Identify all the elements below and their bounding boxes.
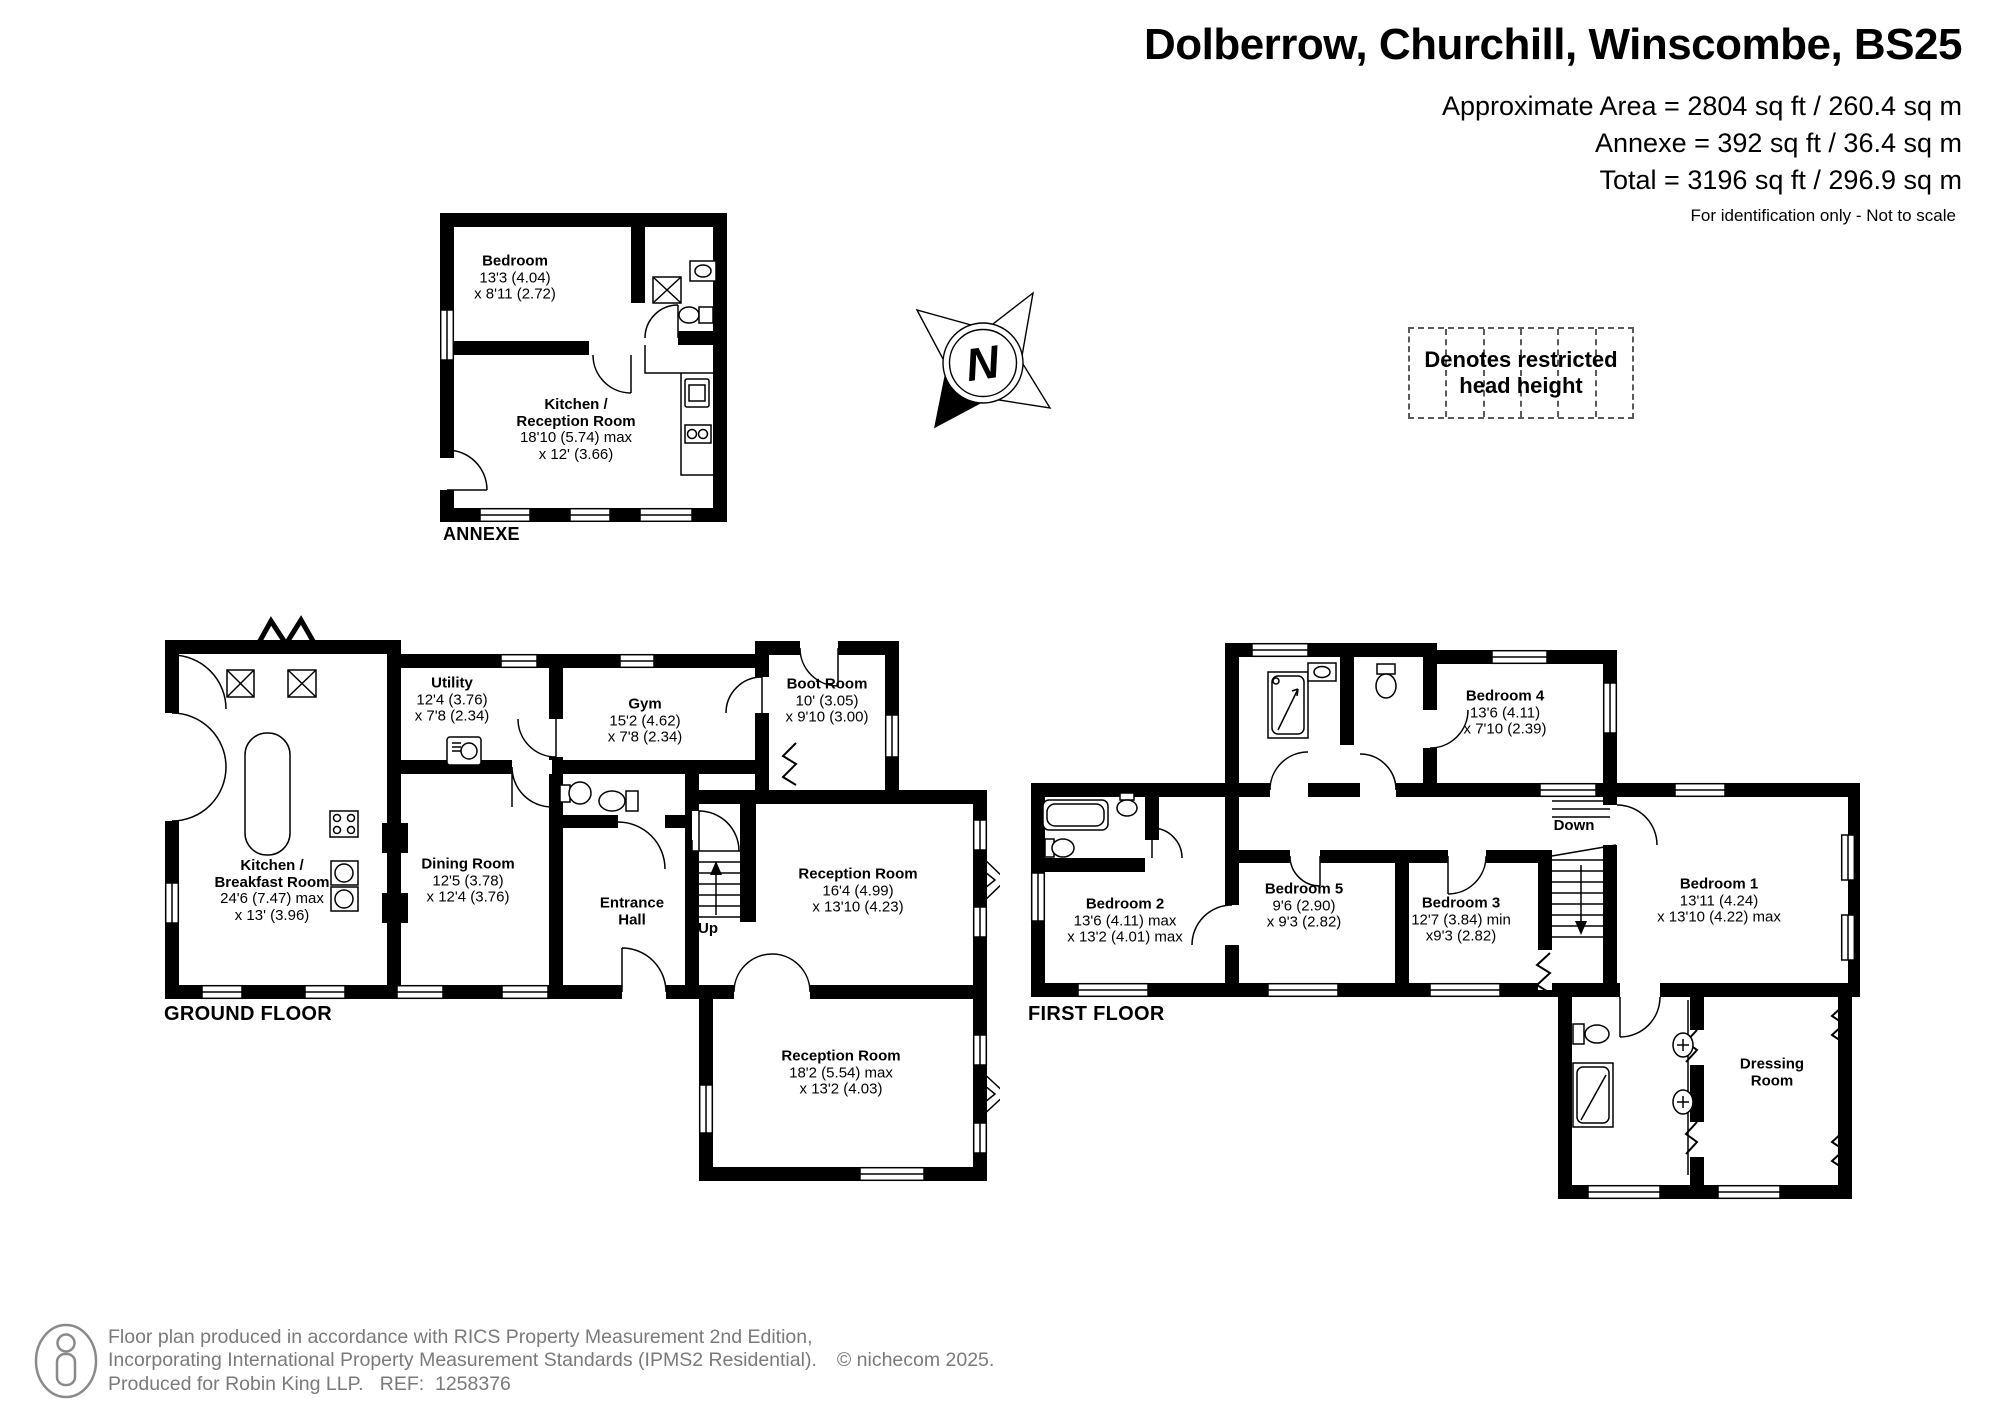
- ground-inner-walls: [382, 797, 756, 923]
- room-label-bedroom-2: Bedroom 2 13'6 (4.11) max x 13'2 (4.01) …: [1067, 895, 1183, 946]
- first-doors: [1151, 709, 1661, 1038]
- kitchen-island: [244, 732, 291, 856]
- ground-floor-label: GROUND FLOOR: [164, 1003, 333, 1025]
- room-label-bedroom-5: Bedroom 5 9'6 (2.90) x 9'3 (2.82): [1264, 880, 1344, 931]
- room-label-dining-room: Dining Room 12'5 (3.78) x 12'4 (3.76): [421, 855, 515, 906]
- room-label-gym: Gym 15'2 (4.62) x 7'8 (2.34): [607, 695, 683, 746]
- room-label-dressing-room: Dressing Room: [1739, 1055, 1805, 1089]
- restricted-head-height-legend: Denotes restricted head height: [1408, 327, 1634, 419]
- hob-icon: [329, 810, 359, 838]
- stairs-up-label: Up: [698, 919, 718, 937]
- first-floor-label: FIRST FLOOR: [1028, 1003, 1165, 1025]
- area-summary: Approximate Area = 2804 sq ft / 260.4 sq…: [1442, 88, 1962, 199]
- area-line-annexe: Annexe = 392 sq ft / 36.4 sq m: [1595, 128, 1962, 158]
- restricted-height-zigzag: [781, 742, 798, 786]
- ground-rooflight-icons: [226, 669, 317, 698]
- first-windows: [1030, 642, 1856, 1200]
- shower-icon: [652, 276, 682, 304]
- sink-icon: [1116, 792, 1138, 817]
- copyright: © nichecom 2025.: [836, 1349, 995, 1372]
- compass-n-label: N: [962, 335, 1003, 391]
- area-line-approximate: Approximate Area = 2804 sq ft / 260.4 sq…: [1441, 91, 1962, 121]
- toilet-icon: [678, 306, 714, 324]
- dashed-hatch-box: [1408, 327, 1634, 419]
- toilet-icon: [598, 790, 639, 812]
- footer-line-2: Incorporating International Property Mea…: [108, 1349, 995, 1372]
- bath-icon: [1042, 799, 1109, 831]
- annexe-bathroom-fixtures: [652, 260, 717, 324]
- footer-line-1: Floor plan produced in accordance with R…: [108, 1326, 813, 1348]
- footer-line-3: Produced for Robin King LLP. REF: 125837…: [108, 1372, 511, 1395]
- first-window-gaps: [1031, 643, 1855, 1199]
- annexe-inner-walls: [454, 227, 720, 355]
- room-label-bedroom-4: Bedroom 4 13'6 (4.11) x 7'10 (2.39): [1463, 687, 1547, 738]
- first-inner-walls: [1038, 650, 1704, 1185]
- sink-icon: [1672, 1089, 1694, 1115]
- fridge-icon: [684, 378, 710, 408]
- bed1-ensuite-fixtures: [1572, 1000, 1694, 1175]
- room-label-bedroom-3: Bedroom 3 12'7 (3.84) min x9'3 (2.82): [1411, 894, 1511, 945]
- room-label-utility: Utility 12'4 (3.76) x 7'8 (2.34): [414, 674, 490, 725]
- sink-icon: [689, 260, 717, 282]
- room-label-bedroom-1: Bedroom 1 13'11 (4.24) x 13'10 (4.22) ma…: [1657, 875, 1781, 926]
- sink-icon: [559, 781, 592, 805]
- area-line-total: Total = 3196 sq ft / 296.9 sq m: [1599, 165, 1962, 195]
- toilet-icon: [1375, 663, 1397, 699]
- stairs-down-label: Down: [1553, 816, 1595, 834]
- ground-doors: [171, 647, 839, 993]
- room-label-entrance-hall: Entrance Hall: [599, 894, 665, 928]
- staircase-down: [1545, 800, 1617, 938]
- kitchen-sink-icon: [330, 886, 359, 912]
- sink-icon: [1672, 1032, 1694, 1058]
- room-label-annexe-bedroom: Bedroom 13'3 (4.04) x 8'11 (2.72): [474, 252, 556, 303]
- shower-icon: [1572, 1062, 1614, 1128]
- sink-icon: [1307, 662, 1337, 682]
- ground-windows: [164, 653, 988, 1182]
- family-bathroom-fixtures: [1267, 662, 1397, 739]
- legend-text: Denotes restricted head height: [1424, 347, 1618, 398]
- bed2-ensuite-fixtures: [1042, 792, 1138, 858]
- toilet-icon: [1572, 1023, 1610, 1045]
- page-title: Dolberrow, Churchill, Winscombe, BS25: [1143, 20, 1963, 69]
- restricted-height-zigzags: [1535, 952, 1846, 1170]
- annexe-doors: [446, 304, 679, 491]
- first-floor-plan: [1030, 615, 1860, 1215]
- room-label-reception-room-1: Reception Room 16'4 (4.99) x 13'10 (4.23…: [798, 865, 918, 916]
- room-label-boot-room: Boot Room 10' (3.05) x 9'10 (3.00): [785, 675, 869, 726]
- annexe-floor-plan: [440, 213, 727, 522]
- open-wall-zigzag: [253, 615, 320, 650]
- compass-north-icon: N: [905, 283, 1065, 433]
- room-label-reception-room-2: Reception Room 18'2 (5.54) max x 13'2 (4…: [781, 1047, 901, 1098]
- kitchen-sink-icon: [330, 860, 359, 886]
- room-label-annexe-kitchen-reception: Kitchen / Reception Room 18'10 (5.74) ma…: [516, 396, 636, 463]
- annexe-windows: [440, 309, 693, 522]
- annexe-kitchen-fixtures: [644, 345, 713, 476]
- utility-appliance-icon: [446, 736, 482, 766]
- kitchen-fixtures: [329, 810, 359, 912]
- shower-icon: [1267, 671, 1309, 739]
- kitchen-sink-icon: [684, 424, 712, 444]
- wc-fixtures: [559, 781, 639, 812]
- footer-disclaimer: Floor plan produced in accordance with R…: [108, 1326, 994, 1396]
- staircase-up: [691, 840, 740, 920]
- annexe-floor-label: ANNEXE: [443, 524, 520, 544]
- scale-disclaimer: For identification only - Not to scale: [1690, 206, 1956, 225]
- room-label-kitchen-breakfast: Kitchen / Breakfast Room 24'6 (7.47) max…: [214, 857, 330, 924]
- toilet-icon: [1044, 838, 1075, 858]
- ground-bay-windows: [973, 854, 1000, 1119]
- person-scale-icon: [33, 1322, 99, 1400]
- ground-floor-plan: [160, 615, 1000, 1190]
